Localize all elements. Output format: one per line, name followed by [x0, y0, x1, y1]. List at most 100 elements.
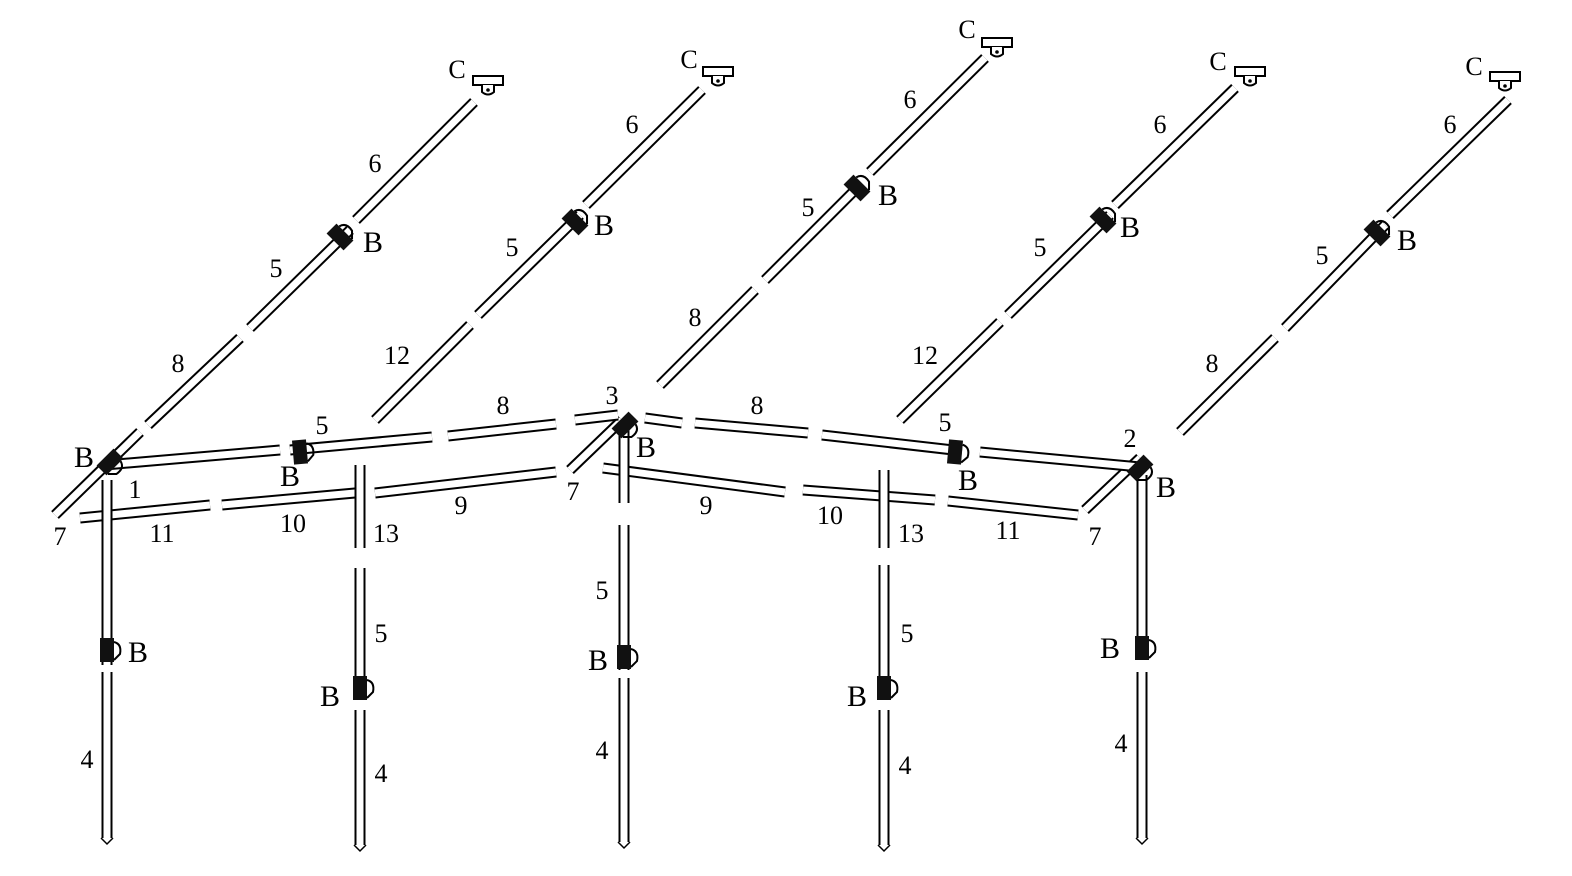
- part-label: 7: [1089, 522, 1102, 551]
- pole-segment: [574, 409, 619, 426]
- pole-segment: [104, 444, 281, 471]
- clamp-joint-icon: [617, 645, 639, 669]
- part-label: 7: [567, 477, 580, 506]
- c-bracket-icon: [472, 75, 504, 96]
- part-label: 5: [901, 619, 914, 648]
- part-label: C: [680, 45, 697, 74]
- part-label: C: [1209, 47, 1226, 76]
- part-label: 5: [316, 411, 329, 440]
- part-label: B: [363, 226, 383, 259]
- part-label: B: [128, 636, 148, 669]
- part-label: 6: [904, 85, 917, 114]
- part-label: 4: [1115, 729, 1128, 758]
- part-label: B: [847, 680, 867, 713]
- c-bracket-icon: [981, 37, 1013, 58]
- part-label: 9: [700, 491, 713, 520]
- pole-segment: [821, 429, 963, 457]
- poles-layer: [51, 54, 1512, 853]
- part-label: 11: [995, 516, 1020, 545]
- part-label: 5: [506, 233, 519, 262]
- c-bracket-icon: [1234, 66, 1266, 87]
- part-label: 3: [606, 381, 619, 410]
- clamp-joint-icon: [877, 676, 899, 700]
- joints-layer: [96, 37, 1521, 700]
- part-label: B: [320, 680, 340, 713]
- pole-segment: [644, 412, 683, 429]
- part-label: 8: [689, 303, 702, 332]
- pole-segment: [602, 462, 786, 498]
- part-label: 4: [899, 751, 912, 780]
- pole-segment: [979, 446, 1141, 473]
- pole-segment: [79, 499, 211, 524]
- part-label: 5: [375, 619, 388, 648]
- part-label: B: [594, 209, 614, 242]
- part-label: 4: [596, 736, 609, 765]
- pole-segment: [1176, 334, 1279, 436]
- clamp-joint-icon: [1089, 206, 1117, 234]
- part-label: 1: [129, 475, 142, 504]
- part-label: 2: [1124, 424, 1137, 453]
- part-label: C: [958, 15, 975, 44]
- part-label: 10: [280, 509, 306, 538]
- part-label: 12: [912, 341, 938, 370]
- pole-segment: [246, 226, 354, 332]
- part-label: 10: [817, 501, 843, 530]
- clamp-joint-icon: [326, 223, 354, 251]
- part-label: 5: [596, 576, 609, 605]
- part-label: B: [878, 179, 898, 212]
- ground-spike-icon: [1135, 837, 1149, 846]
- pole-segment: [447, 418, 557, 442]
- clamp-joint-icon: [1135, 636, 1157, 660]
- part-label: 5: [1316, 241, 1329, 270]
- part-label: 6: [626, 110, 639, 139]
- clamp-joint-icon: [96, 448, 124, 476]
- pole-segment: [582, 86, 706, 209]
- part-label: 8: [751, 391, 764, 420]
- pole-segment: [896, 318, 1004, 424]
- pole-segment: [144, 334, 244, 429]
- pole-segment: [51, 428, 144, 519]
- part-label: 5: [1034, 233, 1047, 262]
- part-label: 5: [939, 408, 952, 437]
- clamp-joint-icon: [611, 411, 639, 439]
- pole-segment: [221, 487, 356, 511]
- pole-segment: [352, 98, 478, 224]
- pole-segment: [656, 286, 759, 389]
- part-label: B: [1156, 471, 1176, 504]
- pole-segment: [947, 495, 1079, 521]
- clamp-joint-icon: [1363, 219, 1391, 247]
- part-label: 9: [455, 491, 468, 520]
- clamp-joint-icon: [843, 174, 871, 202]
- part-label: 8: [172, 349, 185, 378]
- part-label: 4: [375, 759, 388, 788]
- ground-spike-icon: [353, 844, 367, 853]
- part-label: 6: [369, 149, 382, 178]
- pole-segment: [1004, 211, 1114, 319]
- ground-spike-icon: [617, 841, 631, 850]
- part-label: 13: [898, 519, 924, 548]
- part-label: 12: [384, 341, 410, 370]
- part-label: B: [958, 464, 978, 497]
- part-label: 6: [1444, 110, 1457, 139]
- part-label: B: [280, 460, 300, 493]
- pole-segment: [1281, 221, 1389, 332]
- clamp-joint-icon: [100, 638, 122, 662]
- pole-segment: [866, 54, 989, 176]
- c-bracket-icon: [702, 66, 734, 87]
- pole-segment: [371, 321, 474, 424]
- pole-segment: [374, 466, 557, 499]
- c-bracket-icon: [1489, 71, 1521, 92]
- pole-segment: [761, 181, 864, 284]
- part-label: 7: [54, 522, 67, 551]
- part-label: 8: [497, 391, 510, 420]
- clamp-joint-icon: [1126, 454, 1154, 482]
- pole-segment: [1111, 84, 1239, 209]
- clamp-joint-icon: [353, 676, 375, 700]
- pole-segment: [289, 431, 433, 456]
- part-label: 4: [81, 745, 94, 774]
- pole-segment: [694, 417, 809, 439]
- part-label: C: [448, 55, 465, 84]
